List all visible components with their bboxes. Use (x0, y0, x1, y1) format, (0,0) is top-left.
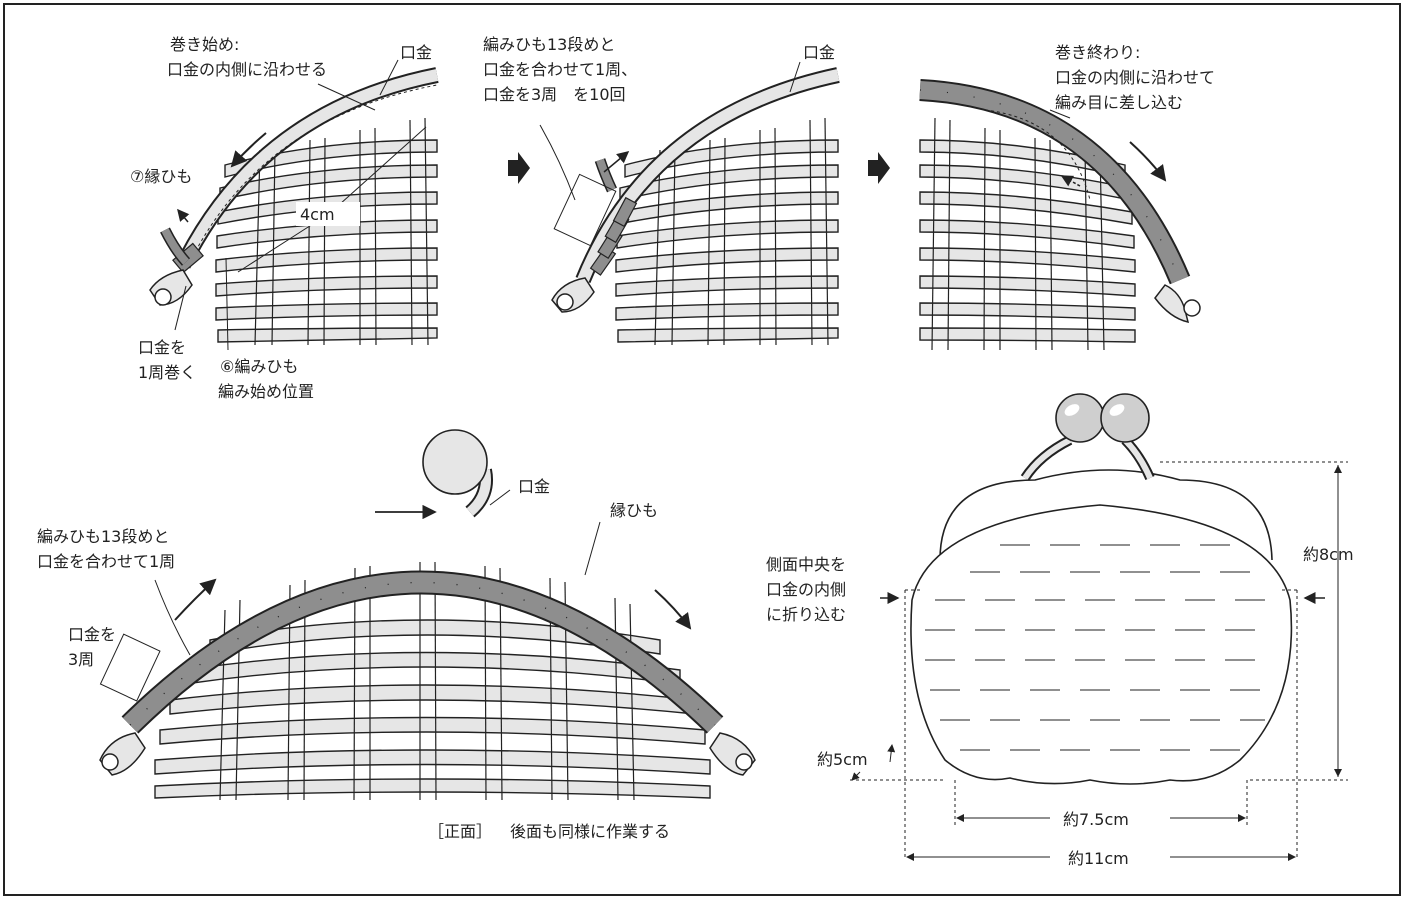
bottom-height-label: 約5cm (817, 750, 868, 769)
purse-weave-lines (925, 544, 1265, 751)
wrap-once-label-1: 口金を (138, 338, 186, 357)
panel-wrap-start: 巻き始め: 口金の内側に沿わせる 口金 ⑦縁ひも 4cm 口金を 1周巻く ⑥編… (130, 35, 439, 401)
inner-width-label: 約7.5cm (1063, 810, 1129, 829)
panel-wrap-repeat: 編みひも13段めと 口金を合わせて1周、 口金を3周 を10回 口金 (483, 35, 840, 346)
step-arrow-1 (508, 152, 530, 184)
wrap-once-label-2: 1周巻く (138, 363, 196, 382)
clasp-knob (422, 429, 488, 495)
end-title-label: 巻き終わり: (1055, 43, 1140, 62)
wrap3-label-1: 口金を (68, 625, 116, 644)
rim-cord-label-1: ⑦縁ひも (130, 167, 192, 186)
repeat-line-3: 口金を3周 を10回 (483, 85, 626, 104)
weave-rows (615, 139, 839, 343)
combine-label-2: 口金を合わせて1周 (37, 552, 175, 571)
wrapped-cord (589, 196, 638, 276)
fold-label-1: 側面中央を (766, 555, 846, 574)
clasp-ball-right (1100, 393, 1150, 443)
weave-stakes (219, 561, 635, 801)
start-title-label: 巻き始め: (170, 35, 239, 54)
end-desc-label-2: 編み目に差し込む (1055, 93, 1183, 112)
back-note-label: 後面も同様に作業する (510, 822, 670, 841)
weave-rows (154, 619, 711, 799)
front-view-label: ［正面］ (428, 822, 492, 841)
height-label: 約8cm (1303, 545, 1354, 564)
page-border (3, 3, 1401, 896)
panel-finished-purse: 側面中央を 口金の内側 に折り込む 約8cm 約5cm 約7.5cm 約11cm (766, 393, 1354, 868)
fold-label-3: に折り込む (766, 605, 846, 624)
fold-label-2: 口金の内側 (766, 580, 846, 599)
rim-cord-label-2: 縁ひも (610, 501, 658, 520)
panel-wrap-end: 巻き終わり: 口金の内側に沿わせて 編み目に差し込む (919, 43, 1215, 351)
clasp-label-1: 口金 (400, 43, 432, 62)
end-desc-label-1: 口金の内側に沿わせて (1055, 68, 1215, 87)
wrap3-label-2: 3周 (68, 650, 94, 669)
start-desc-label: 口金の内側に沿わせる (167, 60, 327, 79)
weave-stakes (254, 117, 429, 346)
clasp-label-2: 口金 (803, 43, 835, 62)
width-label: 4cm (300, 205, 335, 224)
combine-label-1: 編みひも13段めと (37, 527, 169, 546)
clasp-label-3: 口金 (518, 477, 550, 496)
repeat-line-2: 口金を合わせて1周、 (483, 60, 637, 79)
weave-stakes (654, 117, 829, 346)
repeat-line-1: 編みひも13段めと (483, 35, 615, 54)
weave-stakes (931, 117, 1105, 351)
step-arrow-2 (868, 152, 890, 184)
weave-start-label-1: ⑥編みひも (220, 357, 298, 376)
clasp-ball-left (1055, 393, 1105, 443)
outer-width-label: 約11cm (1068, 849, 1129, 868)
purse-body (910, 504, 1293, 785)
weave-start-label-2: 編み始め位置 (218, 382, 314, 401)
panel-front-view: 編みひも13段めと 口金を合わせて1周 口金を 3周 口金 縁ひも ［正面］ 後… (37, 429, 756, 841)
